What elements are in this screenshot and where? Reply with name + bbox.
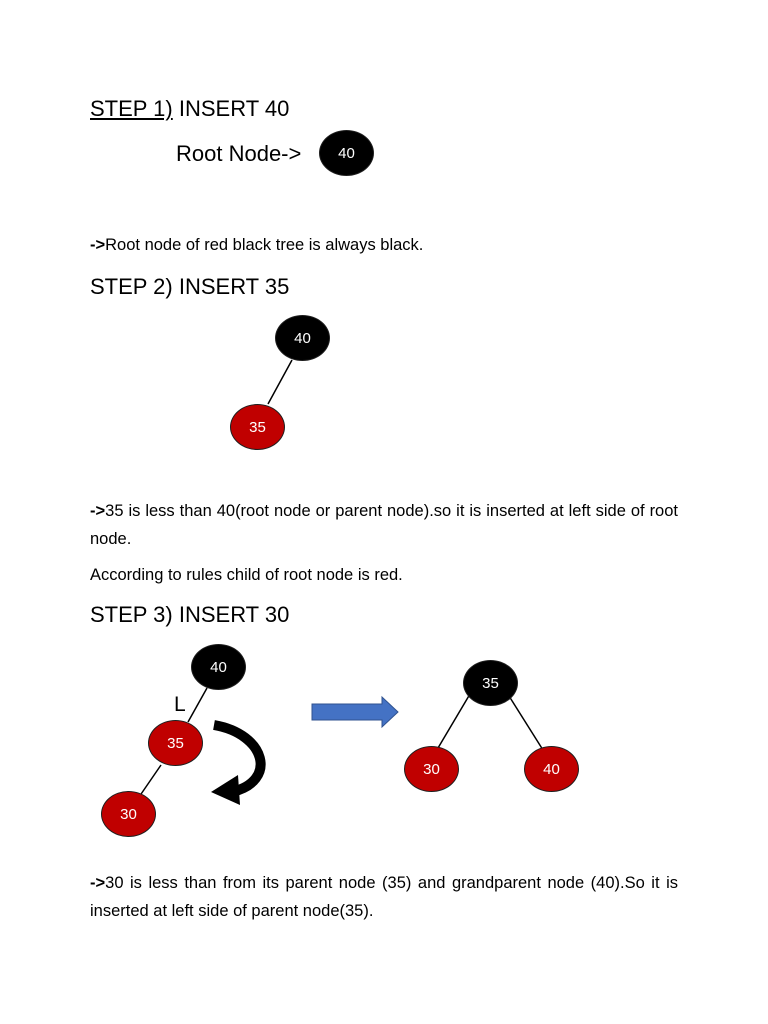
step1-note-text: Root node of red black tree is always bl… — [105, 236, 424, 254]
step3-after-right: 40 — [524, 746, 579, 792]
step1-note: ->Root node of red black tree is always … — [90, 231, 678, 259]
step3-edge-40-35 — [187, 687, 208, 723]
step3-edge-35-30-after — [437, 693, 471, 749]
step3-edge-35-30 — [138, 764, 162, 798]
step3-heading: STEP 3) INSERT 30 — [90, 602, 290, 627]
rotation-arrowhead-icon — [211, 775, 240, 805]
step3-after-root: 35 — [463, 660, 518, 706]
root-node-label: Root Node-> — [176, 141, 302, 166]
step3-note: ->30 is less than from its parent node (… — [90, 869, 678, 925]
transform-arrow-icon — [311, 695, 399, 729]
step3-edge-label: L — [174, 693, 186, 716]
step1-note-arrow: -> — [90, 236, 106, 254]
step2-heading: STEP 2) INSERT 35 — [90, 274, 290, 299]
step1-prefix: STEP 1) — [90, 96, 173, 121]
step3-note-arrow: -> — [90, 874, 106, 892]
step2-note-arrow: -> — [90, 502, 106, 520]
step1-heading: STEP 1) INSERT 40 — [90, 96, 289, 122]
step1-rest: INSERT 40 — [172, 96, 290, 121]
step3-before-child: 30 — [101, 791, 156, 837]
step2-edge — [267, 359, 293, 405]
step3-before-parent: 35 — [148, 720, 203, 766]
step1-root-node: 40 — [319, 130, 374, 176]
step3-edge-35-40-after — [508, 695, 544, 751]
step3-before-grandparent: 40 — [191, 644, 246, 690]
step3-note-text: 30 is less than from its parent node (35… — [90, 874, 678, 920]
step2-node-child: 35 — [230, 404, 285, 450]
step2-note-text: 35 is less than 40(root node or parent n… — [90, 502, 678, 548]
step2-note: ->35 is less than 40(root node or parent… — [90, 497, 678, 553]
step2-node-parent: 40 — [275, 315, 330, 361]
step2-note2: According to rules child of root node is… — [90, 566, 403, 584]
rotation-arrow-icon — [212, 720, 266, 797]
step3-after-left: 30 — [404, 746, 459, 792]
